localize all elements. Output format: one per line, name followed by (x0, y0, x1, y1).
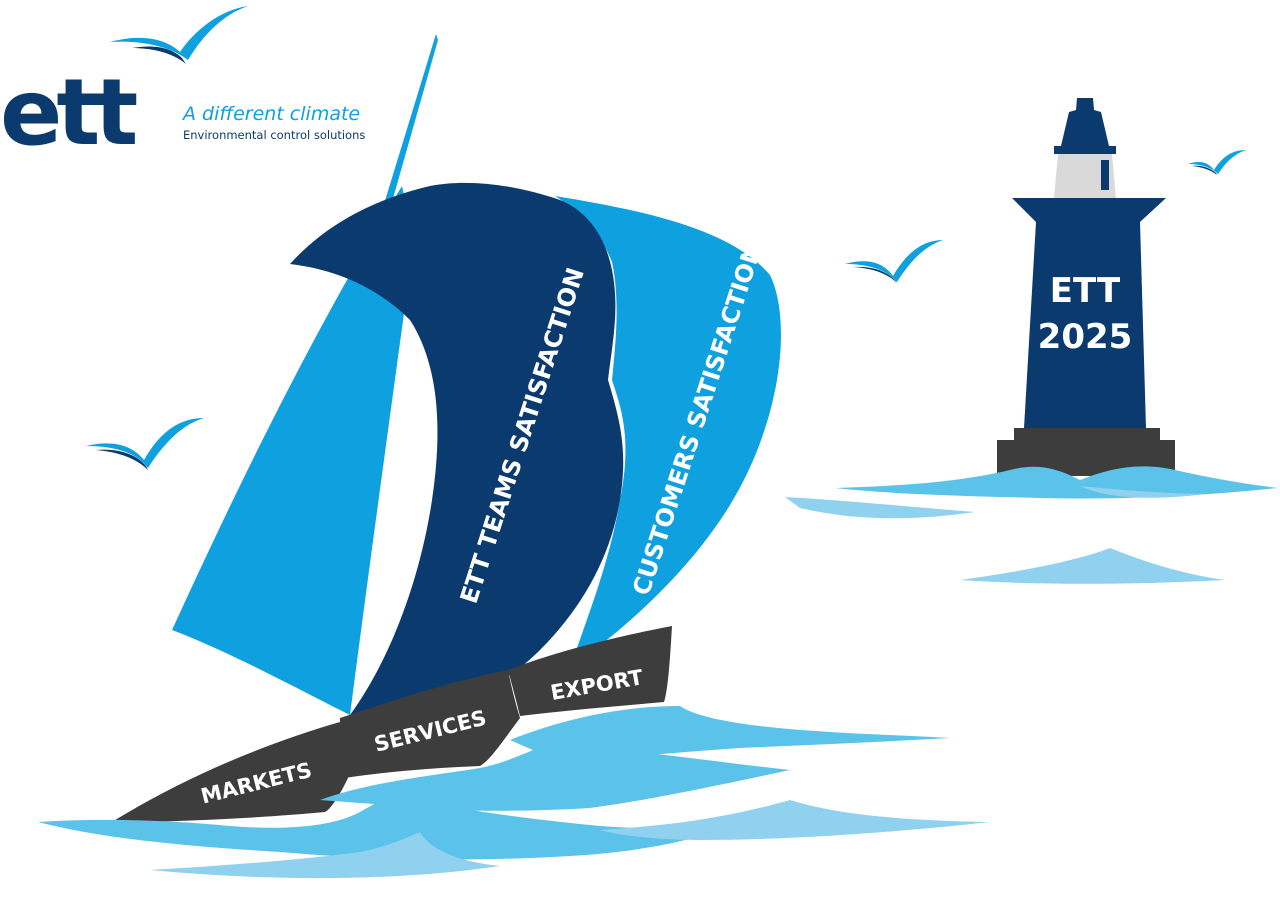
lighthouse-roof (1061, 98, 1109, 146)
sail-ett-teams-satisfaction (290, 182, 624, 716)
bird-icon (86, 418, 204, 470)
lighthouse-waves (785, 497, 1225, 584)
sail-customers-satisfaction (555, 196, 781, 668)
hull-middle (340, 670, 520, 778)
logo-bird-icon (110, 6, 248, 60)
bird-icon (845, 240, 943, 283)
lighthouse-gallery (1012, 198, 1166, 222)
ett-logo: ett A different climate Environmental co… (0, 6, 365, 166)
sea (38, 706, 990, 879)
logo-tagline: A different climate (181, 103, 360, 125)
sailboat: ETT TEAMS SATISFACTION CUSTOMERS SATISFA… (112, 34, 781, 822)
lighthouse-label-line2: 2025 (1038, 317, 1133, 357)
lighthouse-lantern (1054, 154, 1116, 198)
birds (86, 150, 1246, 470)
mast (384, 34, 438, 204)
logo-wordmark: ett (0, 59, 136, 166)
jib-sail (172, 186, 414, 715)
lighthouse-sea (835, 466, 1278, 499)
lighthouse-base (997, 428, 1175, 476)
lighthouse: ETT 2025 (997, 98, 1175, 476)
lighthouse-label-line1: ETT (1050, 271, 1121, 311)
lighthouse-tower (1024, 222, 1146, 428)
bird-icon (1188, 150, 1246, 175)
hull-bow (112, 722, 348, 822)
hull-stern (508, 626, 672, 716)
lighthouse-window (1101, 160, 1109, 190)
logo-subtagline: Environmental control solutions (183, 128, 365, 142)
